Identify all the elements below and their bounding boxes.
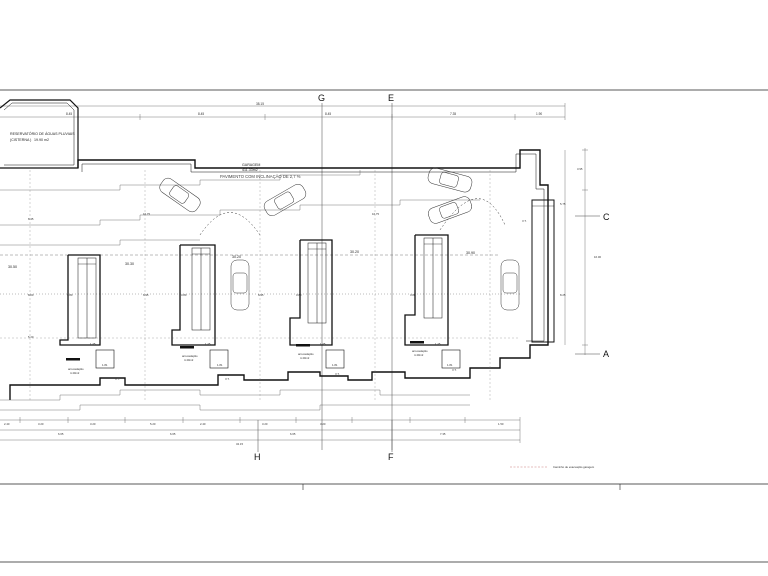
level-marker-1: 30.50 [8, 265, 17, 269]
dim-left-3: 5.20 [28, 335, 34, 339]
dim-top-seg-5: 1.90 [536, 112, 542, 116]
dim-int-15: 1.81 [332, 363, 338, 367]
vt-label-1: V.T. [115, 377, 120, 381]
right-dimension-chain [564, 148, 588, 355]
cistern-label: RESERVATÓRIO DE ÁGUAS PLUVIAIS [10, 131, 75, 136]
car-outlines [159, 167, 520, 311]
dim-int-5: 3.80 [67, 293, 73, 297]
axis-label-top-g: G [318, 93, 325, 103]
level-marker-5: 30.90 [466, 251, 475, 255]
storage-markers [66, 341, 424, 361]
slope-note: PAVIMENTO COM INCLINAÇÃO DE 2,7 % [220, 174, 301, 179]
storage-label-4: arrecadação [412, 349, 428, 353]
dim-bottom-seg-6: 3.20 [262, 422, 268, 426]
level-marker-2: 30.30 [125, 262, 134, 266]
dim-int-7: 3.80 [296, 293, 302, 297]
dim-int-13: 1.81 [102, 363, 108, 367]
dim-int-14: 1.81 [217, 363, 223, 367]
dim-bottom-sub-4: 7.35 [440, 432, 446, 436]
dim-top-seg-4: 7.35 [450, 112, 456, 116]
garage-area: 411.33m2 [242, 168, 258, 172]
dim-bottom-sub-2: 6.65 [170, 432, 176, 436]
level-marker-3: 30.20 [232, 255, 241, 259]
dim-int-10: 1.25 [205, 342, 211, 346]
slope-step-lines [0, 170, 520, 411]
vt-label-4: V.T. [452, 368, 457, 372]
dim-top-seg-1: 8.45 [66, 112, 72, 116]
storage-label-1: arrecadação [68, 367, 84, 371]
dim-int-1: 16.75 [143, 212, 150, 216]
dim-bottom-seg-4: 5.20 [150, 422, 156, 426]
dim-bottom-seg-8: 1.50 [498, 422, 504, 426]
bottom-dimension-chain [0, 417, 521, 443]
axis-label-bottom-f: F [388, 452, 394, 462]
storage-area-1: 4.40m2 [70, 371, 80, 375]
interior-dimension-lines [0, 170, 520, 400]
top-dimension-chain [0, 103, 566, 120]
vt-label-3: V.T. [335, 372, 340, 376]
dim-int-16: 1.81 [447, 363, 453, 367]
cistern-area: 19.90 m2 [34, 138, 49, 142]
dim-bottom-seg-3: 3.20 [90, 422, 96, 426]
dim-bottom-seg-7: 3.20 [320, 422, 326, 426]
axis-label-right-c: C [603, 212, 610, 222]
cistern-outline [0, 99, 79, 169]
dim-int-2: 16.75 [372, 212, 379, 216]
dim-right-3: 16.00 [594, 255, 601, 259]
dim-bottom-sub-1: 6.65 [58, 432, 64, 436]
dim-bottom-seg-5: 2.40 [200, 422, 206, 426]
level-marker-4: 30.20 [350, 250, 359, 254]
garage-title: GARAGEM [242, 163, 260, 167]
axis-label-bottom-h: H [254, 452, 261, 462]
storage-area-3: 4.40m2 [300, 356, 310, 360]
dim-top-seg-3: 8.45 [325, 112, 331, 116]
dim-right-2: 5.75 [560, 202, 566, 206]
dim-bottom-seg-2: 3.20 [38, 422, 44, 426]
dim-right-4: 8.25 [560, 293, 566, 297]
dim-bottom-total: 34.15 [236, 442, 243, 446]
legend-evacuation-label: Caminho de evacuação garagem [553, 465, 595, 469]
storage-label-3: arrecadação [298, 352, 314, 356]
axis-lines [257, 103, 600, 452]
dim-left-1: 8.45 [28, 217, 34, 221]
axis-label-top-e: E [388, 93, 394, 103]
dim-int-11: 1.25 [320, 342, 326, 346]
dim-right-1: 3.95 [577, 167, 583, 171]
storage-area-4: 4.40m2 [414, 353, 424, 357]
storage-area-2: 4.40m2 [184, 358, 194, 362]
cistern-label-2: (CISTERNA ) [10, 138, 31, 142]
dim-left-2: 8.00 [28, 293, 34, 297]
dim-int-4: 6.95 [258, 293, 264, 297]
dim-int-3: 6.95 [143, 293, 149, 297]
vt-label-2: V.T. [225, 377, 230, 381]
dim-int-6: 3.80 [181, 293, 187, 297]
storage-label-2: arrecadação [182, 354, 198, 358]
dim-int-12: 1.25 [435, 342, 441, 346]
dim-int-8: 3.80 [410, 293, 416, 297]
dim-top-total: 38.15 [256, 102, 264, 106]
sheet-frame [0, 89, 768, 563]
dim-int-9: 1.25 [90, 342, 96, 346]
stair-modules [59, 199, 555, 369]
axis-label-right-a: A [603, 349, 609, 359]
garage-outline [9, 149, 549, 400]
dim-top-seg-2: 8.45 [198, 112, 204, 116]
dim-bottom-sub-3: 6.65 [290, 432, 296, 436]
dim-bottom-seg-1: 2.40 [4, 422, 10, 426]
vt-label-5: V.T. [522, 219, 527, 223]
